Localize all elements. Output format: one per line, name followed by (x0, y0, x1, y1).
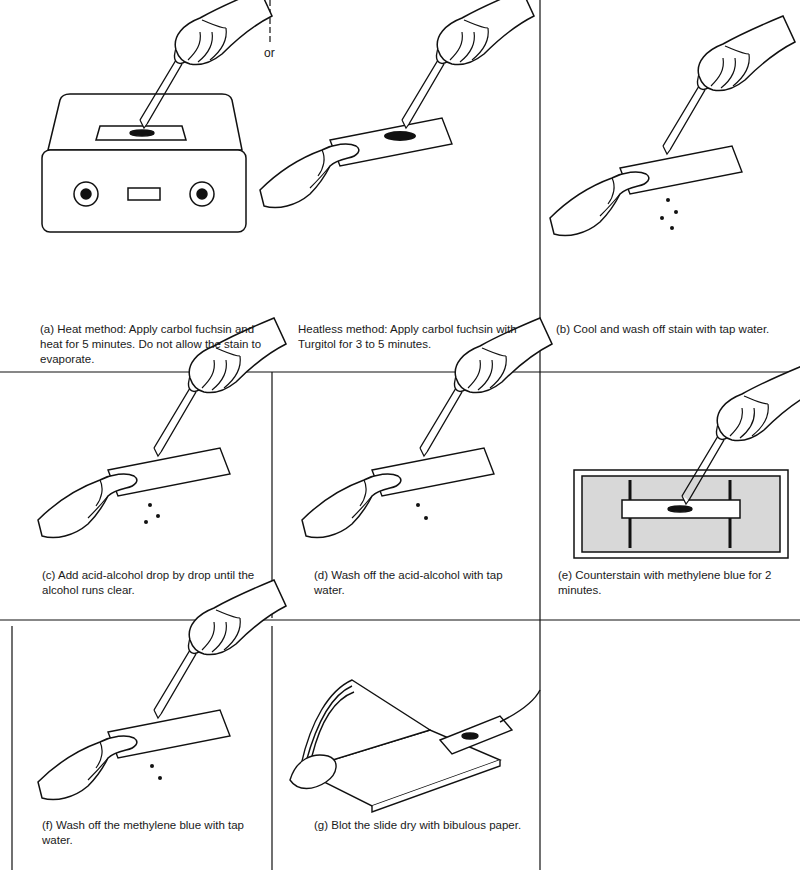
caption-box: (f) Wash off the methylene blue with tap… (42, 818, 264, 848)
caption-box: (a) Heat method: Apply carbol fuchsin an… (40, 322, 262, 367)
water-drops (660, 198, 678, 230)
step-caption: (b) Cool and wash off stain with tap wat… (556, 322, 792, 337)
step-caption: Heatless method: Apply carbol fuchsin wi… (298, 322, 520, 352)
acid-drops (144, 503, 160, 524)
slide-hand (302, 448, 494, 538)
bibulous-paper (290, 680, 540, 812)
step-caption: (g) Blot the slide dry with bibulous pap… (314, 818, 534, 833)
dropper-hand (140, 0, 272, 128)
caption-box: (b) Cool and wash off stain with tap wat… (556, 322, 792, 337)
dropper-hand (663, 16, 795, 154)
slide-hand (38, 710, 230, 800)
slide-hand (260, 118, 452, 208)
dropper-hand (154, 580, 286, 718)
slide-hand (38, 448, 230, 538)
hot-plate (42, 94, 246, 232)
caption-box: (d) Wash off the acid-alcohol with tap w… (314, 568, 534, 598)
dropper-hand (682, 366, 800, 504)
caption-box: (c) Add acid-alcohol drop by drop until … (42, 568, 264, 598)
step-caption: (d) Wash off the acid-alcohol with tap w… (314, 568, 534, 598)
stain-drop (384, 131, 416, 141)
caption-box: or (262, 46, 277, 62)
caption-box: Heatless method: Apply carbol fuchsin wi… (298, 322, 520, 352)
slide-hand (550, 146, 742, 236)
staining-tray (574, 470, 788, 558)
caption-box: (g) Blot the slide dry with bibulous pap… (314, 818, 534, 833)
dropper-hand (402, 0, 534, 128)
caption-box: (e) Counterstain with methylene blue for… (558, 568, 794, 598)
water-drops (416, 503, 428, 520)
step-caption: (a) Heat method: Apply carbol fuchsin an… (40, 322, 262, 367)
water-drops (150, 764, 162, 780)
step-caption: (c) Add acid-alcohol drop by drop until … (42, 568, 264, 598)
step-caption: (e) Counterstain with methylene blue for… (558, 568, 794, 598)
step-caption: (f) Wash off the methylene blue with tap… (42, 818, 264, 848)
dropper-hand (420, 318, 552, 456)
alternative-word: or (262, 46, 277, 62)
